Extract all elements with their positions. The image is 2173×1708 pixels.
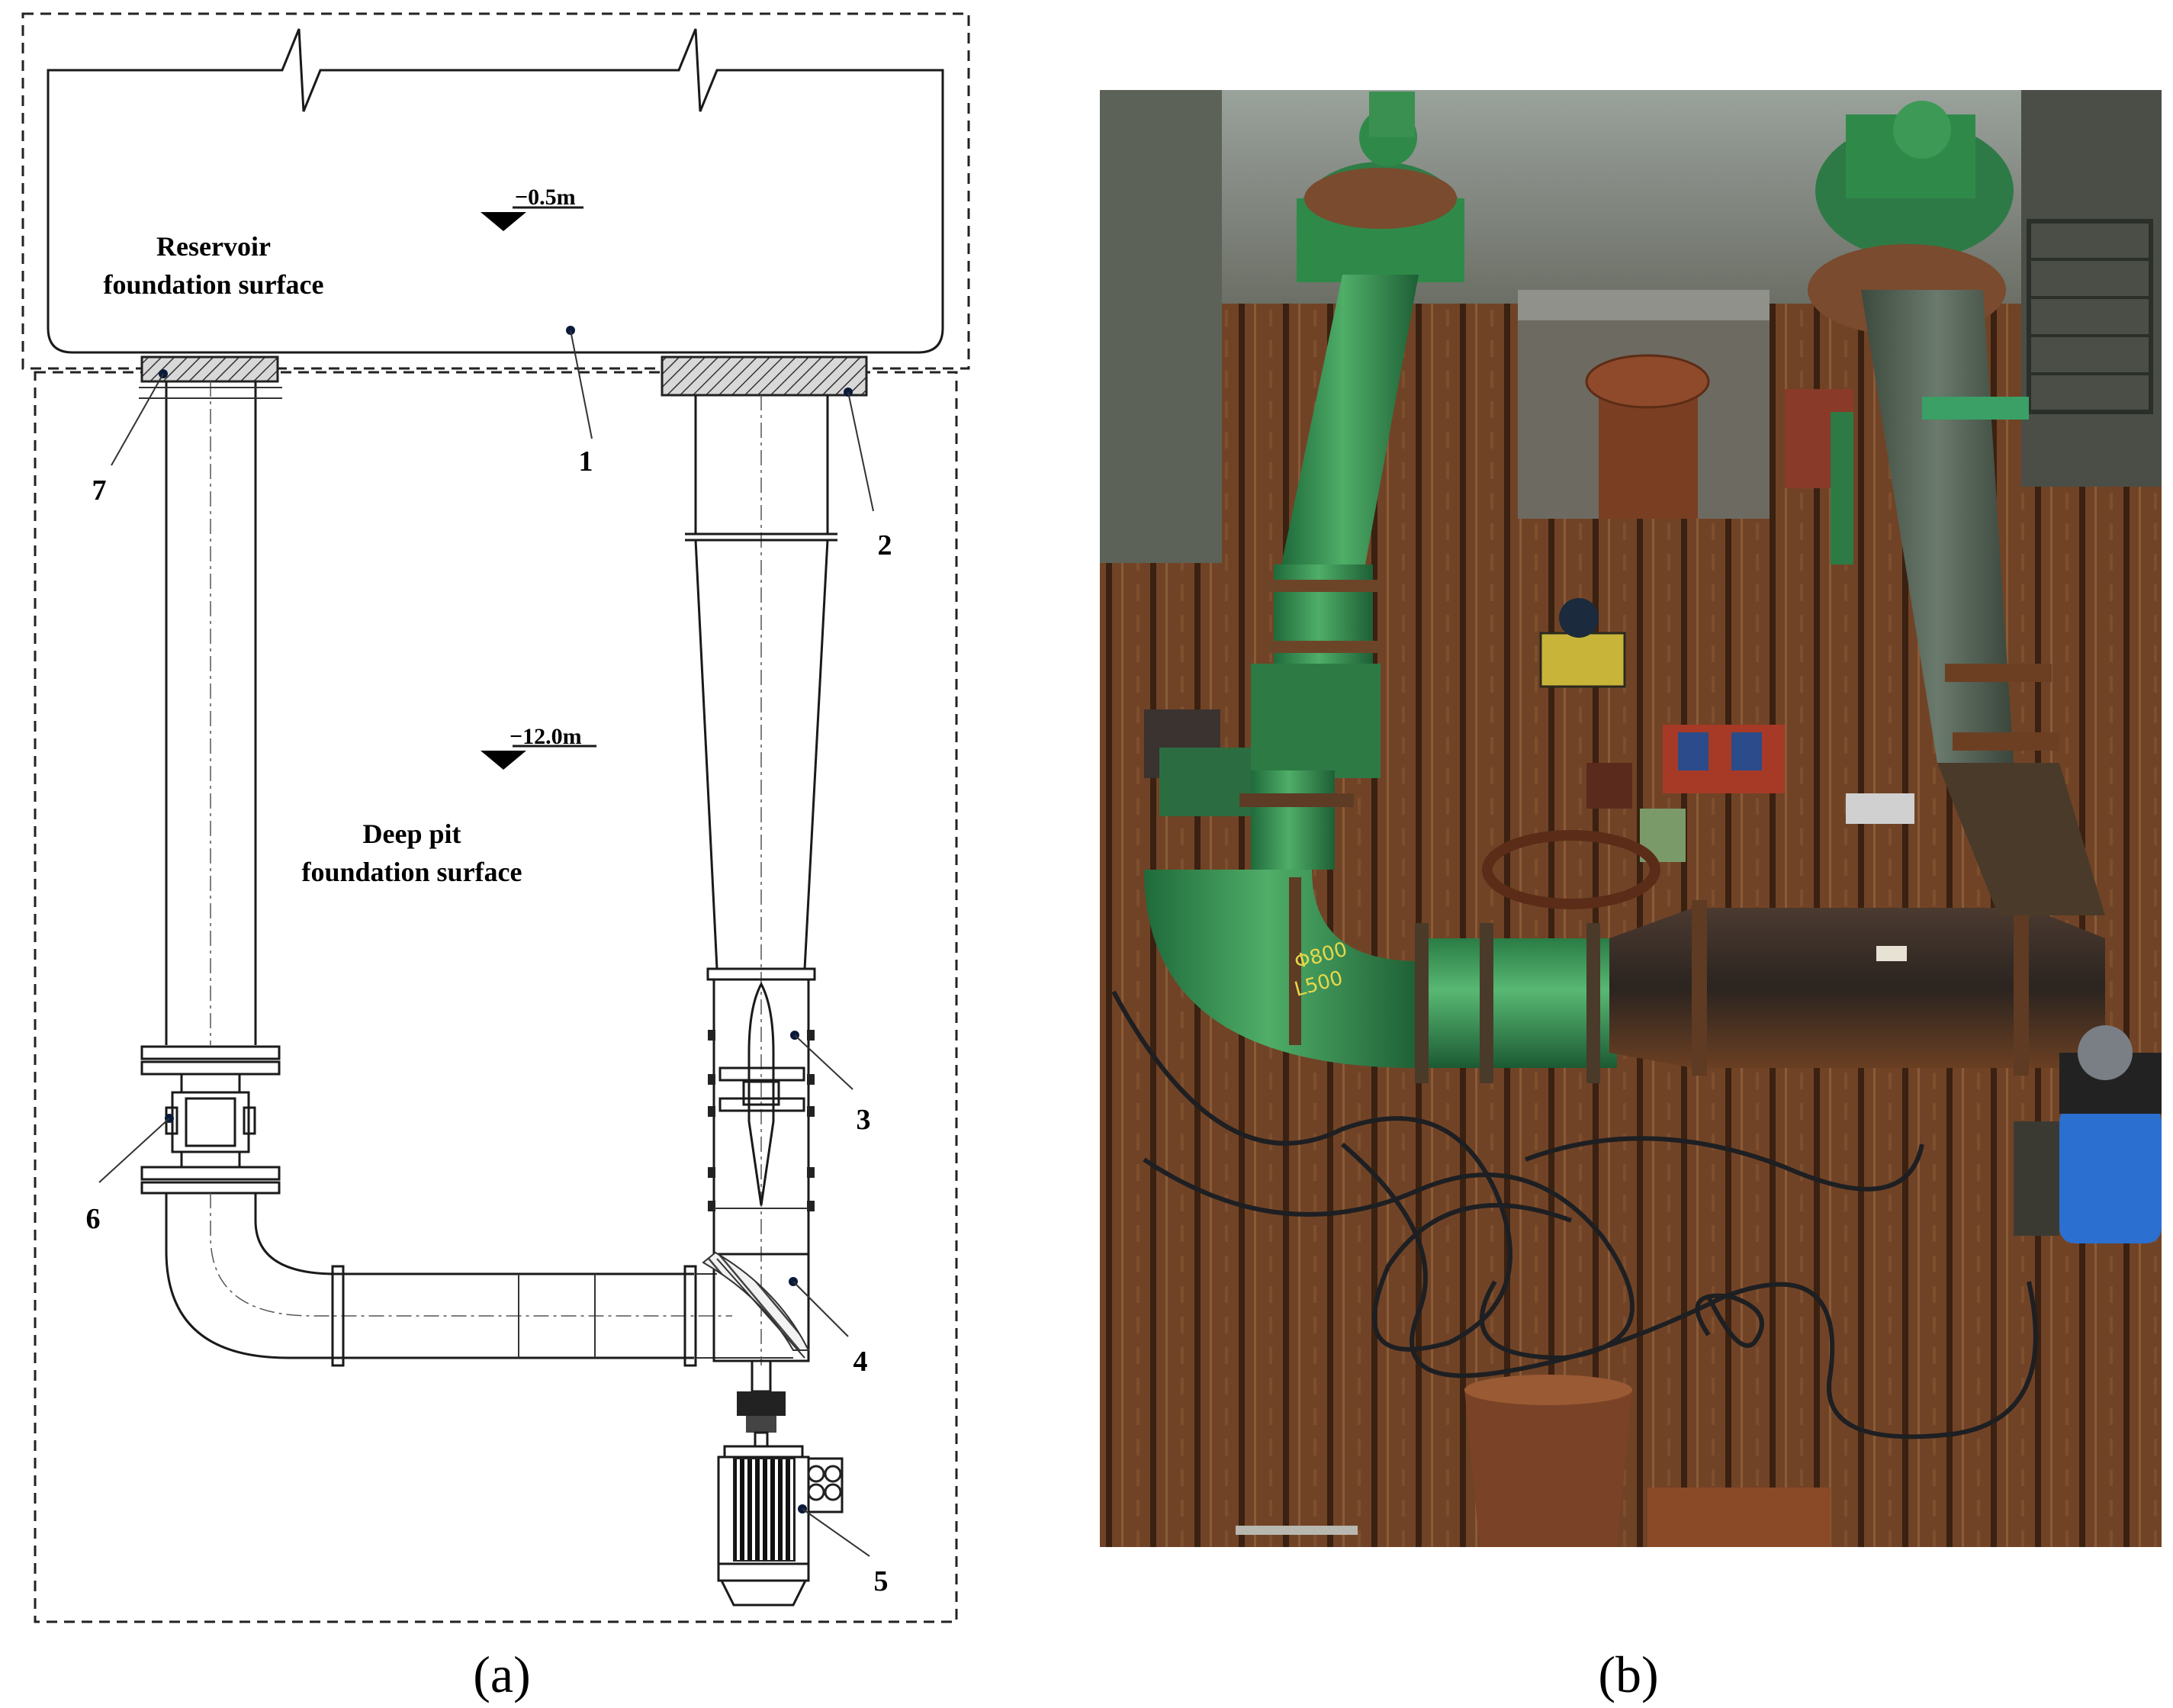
label-4: 4 [853,1346,868,1378]
label-7: 7 [92,474,107,507]
right-diffuser-pipe [685,395,837,1365]
pit-label-line1: Deep pit [363,819,461,849]
reservoir-label-line2: foundation surface [103,269,323,300]
reservoir-outline [47,28,944,354]
pit-level-mark [481,751,526,770]
caption-b: (b) [1598,1645,1658,1703]
panel-a-diagram: −0.5m −12.0m Reservoir foundation surfac… [21,12,970,1703]
valve-6 [171,1091,250,1153]
photo-right-pipe [1785,101,2105,915]
panel-b-photo: Φ800 L500 [1100,90,2162,1703]
bend-section-4 [702,1251,810,1362]
photo-instruments [1482,598,1914,909]
label-1: 1 [579,445,593,478]
left-wall-flange [140,355,279,383]
caption-a: (a) [473,1645,530,1703]
left-vertical-pipe [139,381,282,1195]
reservoir-level-text: −0.5m [515,185,576,210]
label-5: 5 [874,1565,889,1597]
reservoir-boundary [21,12,970,370]
pit-label-line2: foundation surface [301,857,522,887]
reservoir-level-mark [481,212,526,231]
right-wall-flange [661,355,868,397]
pit-boundary [34,371,958,1623]
component-labels: 1 2 3 4 5 6 7 [86,326,892,1597]
motor-5 [717,1445,844,1607]
bottom-horizontal-pipe [165,1193,793,1367]
pit-level-text: −12.0m [509,724,582,749]
drive-shaft [737,1359,786,1448]
photo-cables [1111,990,2038,1439]
reservoir-label-line1: Reservoir [156,231,271,262]
label-6: 6 [86,1203,101,1235]
photo-left-green-pipe [1144,92,1464,1068]
photo-horizontal-green-pipe [1419,938,1617,1068]
photo-blue-motor [2014,1025,2162,1243]
label-2: 2 [878,529,892,561]
photo-rusty-section [1609,908,2105,1068]
label-3: 3 [857,1104,871,1136]
